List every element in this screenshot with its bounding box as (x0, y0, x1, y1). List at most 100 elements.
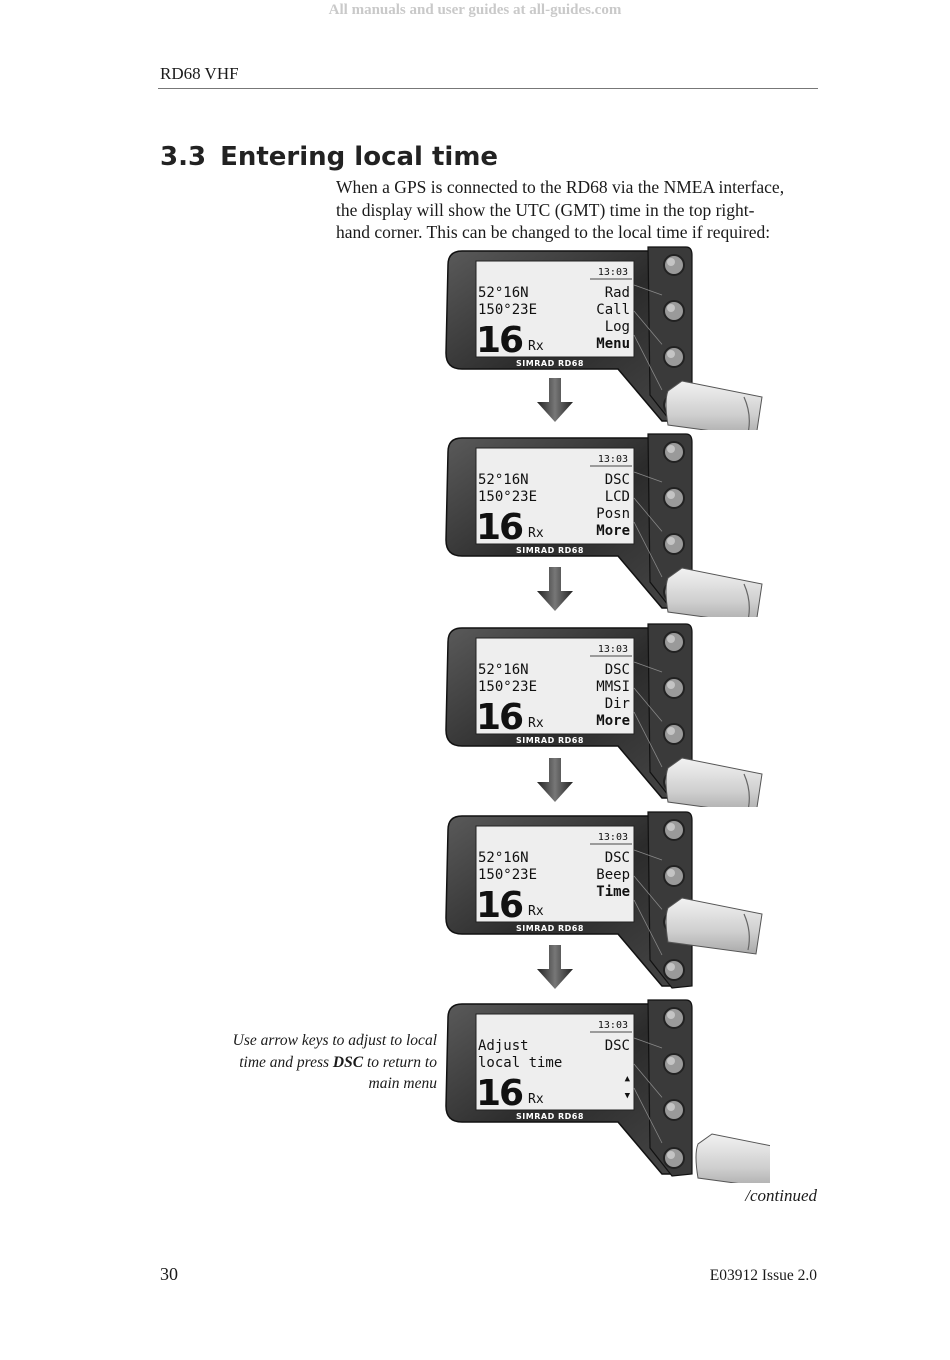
brand-label: SIMRAD RD68 (516, 1112, 584, 1121)
lcd-time: 13:03 (598, 832, 628, 843)
lcd-channel: 16 (476, 1073, 523, 1114)
lcd-softkey-label: ▼ (625, 1091, 631, 1101)
section-title-text: Entering local time (220, 142, 499, 172)
brand-label: SIMRAD RD68 (516, 736, 584, 745)
header-rule (158, 88, 818, 89)
softkey-button-3[interactable] (663, 533, 685, 555)
intro-line: hand corner. This can be changed to the … (336, 222, 771, 242)
lcd-softkey-label: Time (596, 884, 630, 900)
lcd-softkey-label: Menu (596, 336, 630, 352)
lcd-line: 150°23E (478, 867, 537, 883)
brand-label: SIMRAD RD68 (516, 546, 584, 555)
lcd-softkey-label: DSC (605, 662, 630, 678)
caption-text-2: to return to main menu (366, 1053, 437, 1093)
lcd-softkey-label: DSC (605, 850, 630, 866)
pressing-finger (665, 567, 763, 617)
softkey-button-2[interactable] (663, 487, 685, 509)
lcd-line: 150°23E (478, 302, 537, 318)
lcd-softkey-label: Log (605, 319, 630, 335)
down-arrow-icon (537, 378, 573, 422)
softkey-button-2[interactable] (663, 300, 685, 322)
down-arrow-icon (537, 945, 573, 989)
softkey-button-2[interactable] (663, 1053, 685, 1075)
lcd-time: 13:03 (598, 644, 628, 655)
lcd-screen (475, 260, 635, 358)
lcd-screen (475, 637, 635, 735)
softkey-button-1[interactable] (663, 1007, 685, 1029)
softkey-button-3[interactable] (663, 723, 685, 745)
lcd-line: Adjust (478, 1038, 529, 1054)
pressing-finger (665, 757, 763, 807)
lcd-line: 52°16N (478, 472, 529, 488)
lcd-line: 52°16N (478, 850, 529, 866)
section-title: 3.3 Entering local time (160, 142, 498, 172)
lcd-softkey-label: Posn (596, 506, 630, 522)
softkey-button-2[interactable] (663, 865, 685, 887)
lcd-softkey-label: More (596, 713, 630, 729)
document-reference: E03912 Issue 2.0 (709, 1267, 817, 1284)
lcd-softkey-label: DSC (605, 1038, 630, 1054)
lcd-channel: 16 (476, 885, 523, 926)
caption: Use arrow keys to adjust to local time a… (230, 1030, 437, 1095)
softkey-button-4[interactable] (663, 959, 685, 981)
intro-line: When a GPS is connected to the RD68 via … (336, 177, 785, 197)
watermark: All manuals and user guides at all-guide… (328, 2, 622, 18)
lcd-channel: 16 (476, 320, 523, 361)
section-number: 3.3 (160, 142, 207, 172)
caption-dsc-bold: DSC (332, 1053, 364, 1071)
lcd-mode: Rx (528, 339, 544, 354)
lcd-time: 13:03 (598, 454, 628, 465)
lcd-softkey-label: MMSI (596, 679, 630, 695)
lcd-softkey-label: More (596, 523, 630, 539)
lcd-line: 150°23E (478, 489, 537, 505)
lcd-mode: Rx (528, 904, 544, 919)
softkey-button-1[interactable] (663, 631, 685, 653)
brand-label: SIMRAD RD68 (516, 359, 584, 368)
lcd-softkey-label: LCD (605, 489, 630, 505)
softkey-button-2[interactable] (663, 677, 685, 699)
softkey-button-1[interactable] (663, 441, 685, 463)
lcd-mode: Rx (528, 526, 544, 541)
running-head: RD68 VHF (160, 64, 239, 83)
softkey-button-3[interactable] (663, 1099, 685, 1121)
lcd-screen (475, 1013, 635, 1111)
lcd-time: 13:03 (598, 1020, 628, 1031)
pressing-finger (695, 1133, 770, 1183)
page-number: 30 (160, 1264, 178, 1284)
softkey-button-1[interactable] (663, 254, 685, 276)
intro-paragraph: When a GPS is connected to the RD68 via … (336, 176, 836, 244)
lcd-softkey-label: ▲ (625, 1074, 631, 1084)
lcd-channel: 16 (476, 697, 523, 738)
down-arrow-icon (537, 758, 573, 802)
lcd-mode: Rx (528, 716, 544, 731)
softkey-button-4[interactable] (663, 1147, 685, 1169)
softkey-button-1[interactable] (663, 819, 685, 841)
lcd-line: 52°16N (478, 662, 529, 678)
down-arrow-icon (537, 567, 573, 611)
lcd-screen (475, 447, 635, 545)
softkey-button-3[interactable] (663, 346, 685, 368)
continued-note: /continued (745, 1186, 817, 1205)
pressing-finger (665, 380, 763, 430)
intro-line: the display will show the UTC (GMT) time… (336, 199, 755, 220)
lcd-mode: Rx (528, 1092, 544, 1107)
lcd-channel: 16 (476, 507, 523, 548)
brand-label: SIMRAD RD68 (516, 924, 584, 933)
lcd-softkey-label: Call (596, 302, 630, 318)
lcd-softkey-label: Rad (605, 285, 630, 301)
lcd-softkey-label: Dir (605, 696, 630, 712)
lcd-softkey-label: DSC (605, 472, 630, 488)
lcd-line: 52°16N (478, 285, 529, 301)
lcd-line: local time (478, 1055, 562, 1071)
lcd-screen (475, 825, 635, 923)
lcd-line: 150°23E (478, 679, 537, 695)
